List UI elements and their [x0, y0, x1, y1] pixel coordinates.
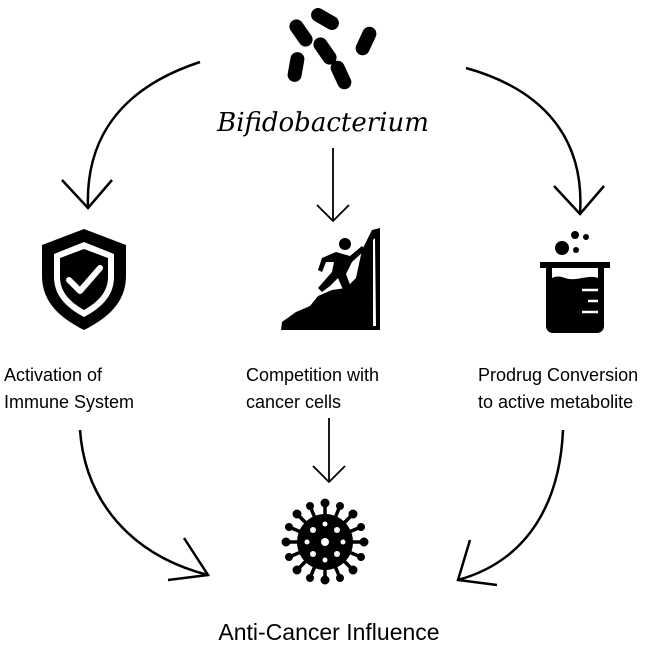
mechanism-prodrug-line2: to active metabolite	[478, 392, 633, 412]
arrow-to-prodrug	[465, 66, 605, 216]
arrow-immune-to-outcome	[78, 429, 211, 582]
mechanism-prodrug-line1: Prodrug Conversion	[478, 365, 638, 385]
bifidobacterium-label: Bifidobacterium	[216, 108, 429, 138]
shield-check-icon	[42, 229, 126, 330]
mechanism-competition-line1: Competition with	[246, 365, 379, 385]
outcome-label: Anti-Cancer Influence	[218, 619, 439, 645]
arrow-prodrug-to-outcome	[456, 429, 565, 587]
arrow-to-competition	[316, 148, 350, 223]
arrow-to-immune	[61, 60, 201, 210]
virus-icon	[281, 498, 369, 585]
mechanism-immune: Activation of Immune System	[4, 365, 134, 412]
mechanism-prodrug: Prodrug Conversion to active metabolite	[478, 365, 638, 412]
mechanism-competition-line2: cancer cells	[246, 392, 341, 412]
mechanism-immune-line2: Immune System	[4, 392, 134, 412]
arrow-competition-to-outcome	[312, 418, 346, 484]
climber-icon	[281, 228, 380, 330]
beaker-icon	[540, 231, 610, 333]
mechanism-competition: Competition with cancer cells	[246, 365, 379, 412]
mechanism-immune-line1: Activation of	[4, 365, 103, 385]
bacteria-icon	[287, 8, 377, 90]
